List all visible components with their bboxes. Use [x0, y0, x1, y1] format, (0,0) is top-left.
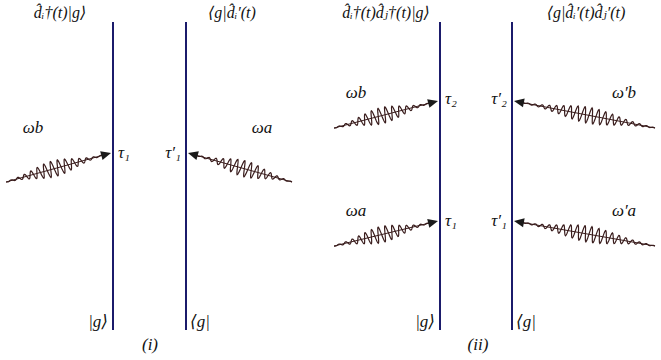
wave-packets	[6, 98, 655, 246]
ground-ket: |g⟩	[88, 313, 108, 332]
frequency-label: ωb	[346, 84, 367, 103]
ground-bra: ⟨g|	[516, 313, 536, 332]
operator-bra: ⟨g|d̂ᵢ′(t)d̂ⱼ′(t)	[547, 4, 626, 22]
time-line	[185, 22, 187, 330]
wave-packet	[523, 103, 655, 128]
wave-packet	[334, 223, 429, 246]
wave-axis	[523, 103, 655, 128]
frequency-label: ωa	[346, 202, 367, 221]
time-line	[112, 22, 114, 330]
operator-ket: d̂ᵢ†(t)d̂ⱼ†(t)|g⟩	[342, 4, 430, 22]
frequency-label: ω′a	[612, 202, 636, 221]
time-label: τ₂	[445, 90, 457, 109]
time-label: τ′₁	[165, 144, 181, 163]
arrow-head	[514, 98, 525, 107]
operator-bra: ⟨g|d̂ᵢ′(t)	[208, 4, 256, 22]
operator-ket: d̂ᵢ†(t)|g⟩	[34, 4, 86, 22]
wave-axis	[334, 223, 429, 246]
time-line	[439, 22, 441, 330]
time-label: τ₁	[445, 212, 457, 231]
time-line	[511, 22, 513, 330]
ground-bra: ⟨g|	[190, 313, 210, 332]
time-label: τ₁	[118, 144, 130, 163]
ground-ket: |g⟩	[415, 313, 435, 332]
panel-label: (i)	[142, 336, 158, 355]
wave-packet	[197, 155, 292, 182]
wave-axis	[523, 223, 655, 246]
frequency-label: ω′b	[612, 84, 636, 103]
arrow-head	[100, 151, 111, 160]
frequency-label: ωb	[23, 119, 44, 138]
wave-axis	[6, 155, 102, 182]
arrow-head	[514, 218, 525, 227]
arrow-head	[427, 99, 438, 108]
wave-axis	[197, 155, 292, 182]
wave-packet	[6, 155, 102, 182]
frequency-label: ωa	[252, 119, 273, 138]
arrow-head	[188, 151, 199, 160]
time-label: τ′₁	[491, 212, 507, 231]
wave-packet	[523, 223, 655, 246]
arrow-head	[427, 219, 438, 228]
wave-axis	[334, 103, 429, 128]
panel-label: (ii)	[468, 336, 489, 355]
time-label: τ′₂	[491, 90, 507, 109]
wave-packet	[334, 103, 429, 128]
